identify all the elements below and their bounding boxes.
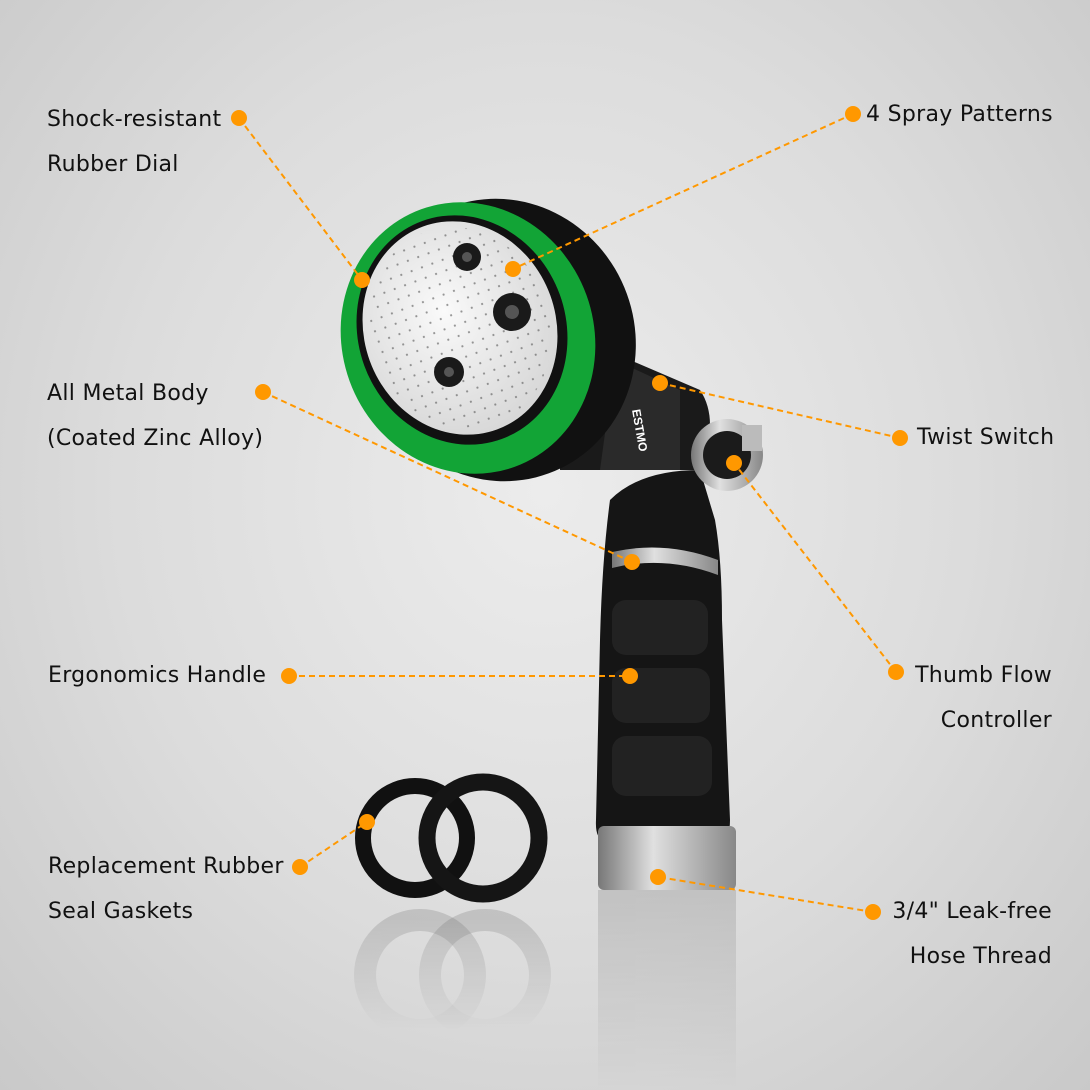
callout-dot-thumb-flow — [888, 664, 904, 680]
callout-thumb-flow: Thumb Flow Controller — [915, 653, 1052, 743]
callout-text: Twist Switch — [917, 425, 1055, 450]
callout-text: Replacement Rubber — [48, 854, 284, 879]
leader-line-spray-patterns — [512, 113, 854, 270]
leader-line-metal-body — [262, 391, 633, 563]
callout-dot-spray-patterns — [845, 106, 861, 122]
callout-text: 3/4" Leak-free — [892, 899, 1052, 924]
callout-text: Rubber Dial — [47, 152, 179, 177]
floor-reflection — [354, 890, 736, 1090]
nozzle-handle — [595, 470, 736, 890]
callout-hose-thread: 3/4" Leak-free Hose Thread — [892, 889, 1052, 979]
callout-dot-thumb-flow — [726, 455, 742, 471]
callout-dot-twist-switch — [652, 375, 668, 391]
callout-dot-twist-switch — [892, 430, 908, 446]
callout-dot-gaskets — [292, 859, 308, 875]
callout-text: Ergonomics Handle — [48, 663, 267, 688]
callout-twist-switch: Twist Switch — [917, 415, 1054, 460]
callout-text: Shock-resistant — [47, 107, 222, 132]
callout-text: Seal Gaskets — [48, 899, 194, 924]
callout-text: All Metal Body — [47, 381, 209, 406]
callout-dot-hose-thread — [650, 869, 666, 885]
callout-rubber-dial: Shock-resistant Rubber Dial — [47, 97, 221, 187]
callout-dot-gaskets — [359, 814, 375, 830]
callout-gaskets: Replacement Rubber Seal Gaskets — [48, 844, 284, 934]
callout-dot-hose-thread — [865, 904, 881, 920]
callout-metal-body: All Metal Body (Coated Zinc Alloy) — [47, 371, 263, 461]
callout-handle: Ergonomics Handle — [48, 653, 266, 698]
leader-line-thumb-flow — [733, 462, 897, 673]
callout-dot-handle — [281, 668, 297, 684]
callout-text: (Coated Zinc Alloy) — [47, 426, 264, 451]
callout-text: Controller — [940, 708, 1052, 733]
rubber-gaskets — [355, 773, 548, 903]
callout-text: 4 Spray Patterns — [866, 102, 1053, 127]
leader-line-rubber-dial — [238, 117, 363, 281]
callout-dot-metal-body — [255, 384, 271, 400]
callout-dot-spray-patterns — [505, 261, 521, 277]
leader-line-hose-thread — [657, 876, 874, 913]
callout-dot-metal-body — [624, 554, 640, 570]
callout-text: Hose Thread — [909, 944, 1052, 969]
callout-dot-rubber-dial — [231, 110, 247, 126]
callout-dot-handle — [622, 668, 638, 684]
callout-text: Thumb Flow — [915, 663, 1052, 688]
callout-spray-patterns: 4 Spray Patterns — [866, 92, 1053, 137]
callout-dot-rubber-dial — [354, 272, 370, 288]
leader-line-twist-switch — [659, 382, 901, 439]
leader-line-gaskets — [299, 821, 368, 868]
